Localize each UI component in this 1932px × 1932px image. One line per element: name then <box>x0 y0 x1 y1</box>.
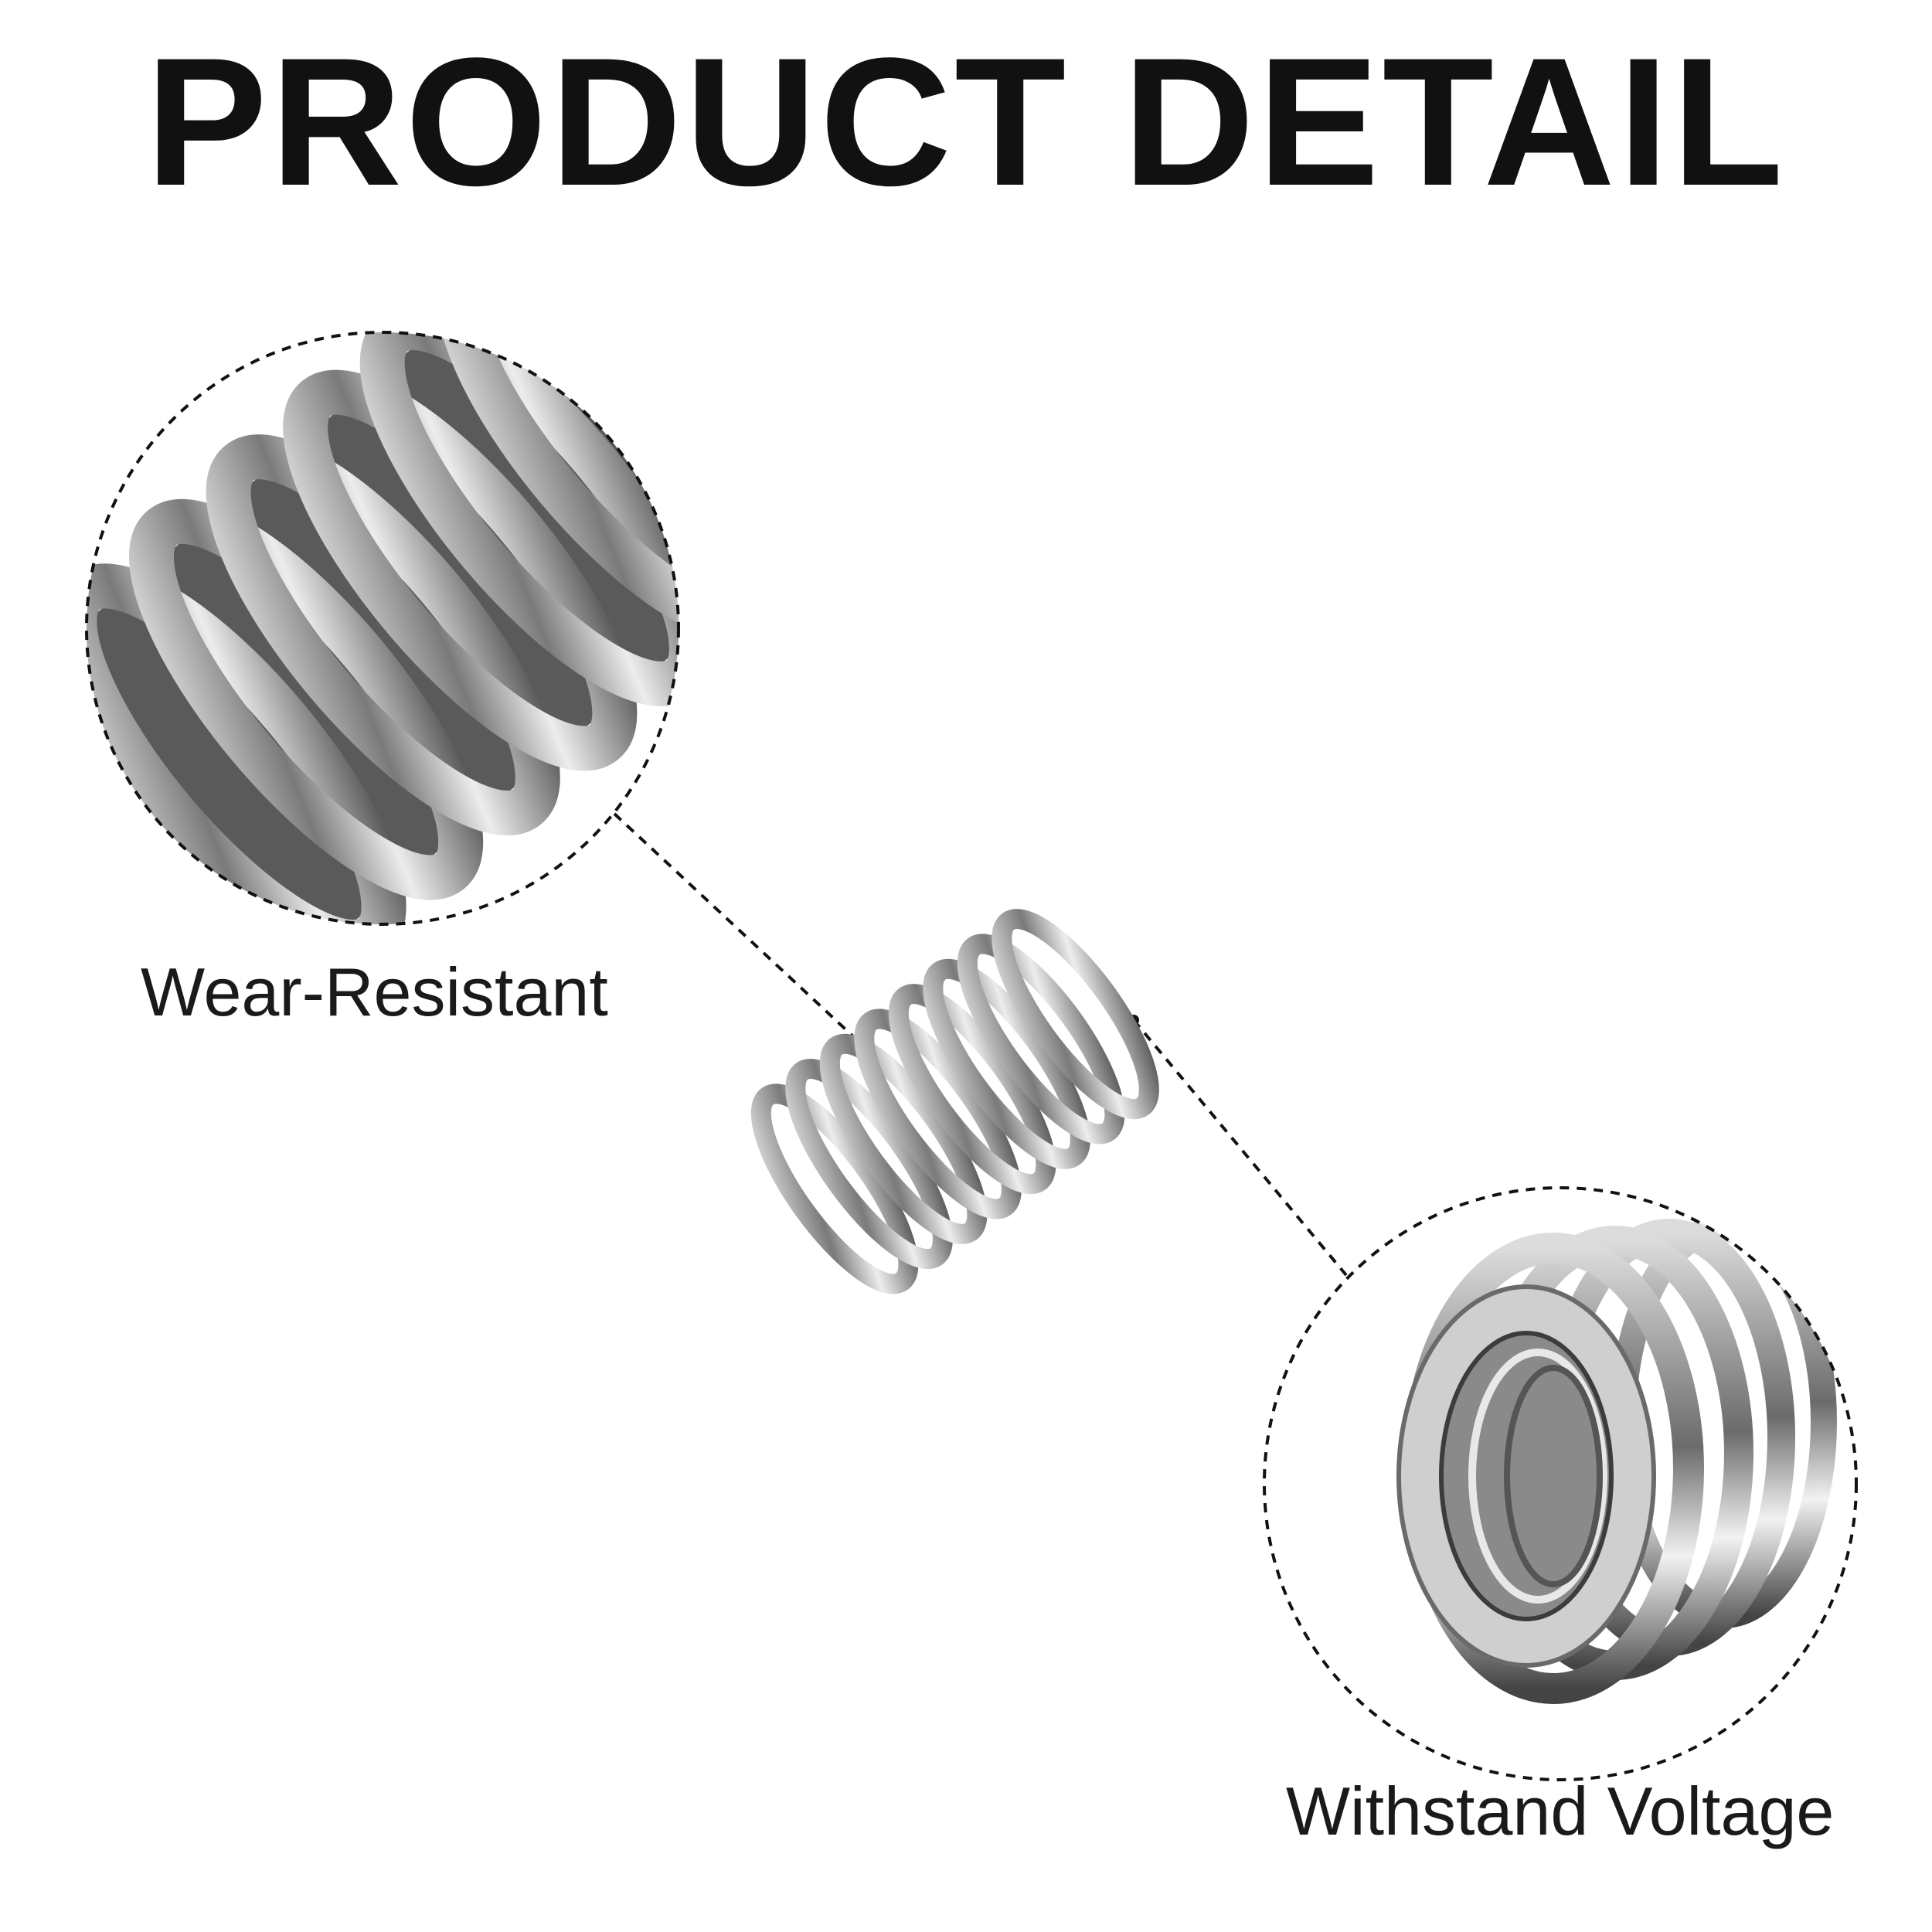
compression-spring-icon <box>750 909 1159 1294</box>
zoom-circle-right <box>1263 1186 1858 1781</box>
zoom-circle-left <box>85 331 680 926</box>
callout-label-withstand-voltage: Withstand Voltage <box>1286 1773 1835 1849</box>
callout-label-wear-resistant: Wear-Resistant <box>141 954 608 1030</box>
spring-closeup-end-icon <box>1264 1188 1856 1780</box>
spring-closeup-coils-icon <box>87 332 679 924</box>
connector-line-right <box>1132 1019 1348 1277</box>
connector-line-left <box>613 812 879 1061</box>
page-title: PRODUCT DETAIL <box>145 20 1787 224</box>
